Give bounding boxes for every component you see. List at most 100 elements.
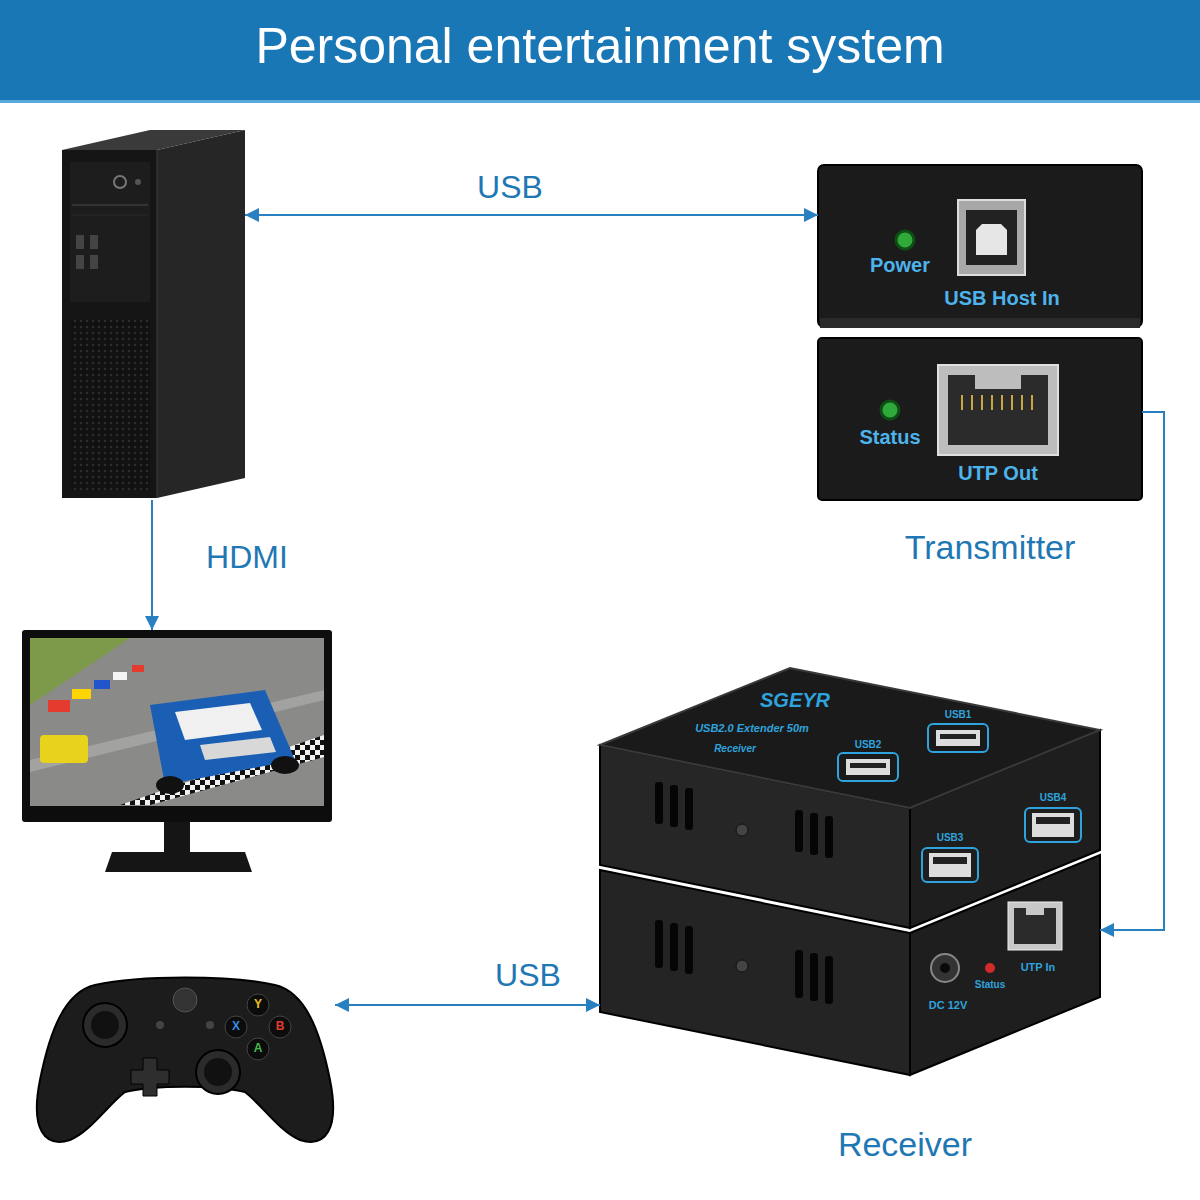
monitor-part [22, 630, 332, 822]
transmitter-housing-part [976, 224, 1007, 255]
port-label: Status [859, 426, 920, 449]
transmitter-housing-part [820, 318, 1140, 328]
port-label: UTP Out [958, 462, 1038, 485]
pc-tower-part [90, 235, 98, 249]
arrow-head [145, 616, 159, 630]
pc-tower-part [114, 176, 126, 188]
pc-tower-part [70, 320, 150, 490]
transmitter-housing-part-part [1001, 395, 1003, 410]
pc-tower-part [62, 150, 157, 498]
receiver-housing-part [655, 782, 833, 1004]
receiver-housing-part [936, 730, 980, 746]
monitor-part [200, 737, 276, 760]
port-label: DC 12V [929, 999, 968, 1012]
gamepad [37, 978, 333, 1142]
receiver-housing-part [1036, 817, 1070, 824]
transmitter-housing-part [818, 338, 1142, 500]
gamepad-part [173, 988, 197, 1012]
port-label: UTP In [1021, 961, 1056, 974]
receiver-housing-part-part [810, 953, 818, 1001]
receiver-housing-part [850, 763, 886, 768]
receiver-housing-part-part [825, 956, 833, 1004]
receiver-housing-part [929, 853, 971, 877]
gamepad-part [206, 1021, 214, 1029]
port-label: USB Host In [944, 287, 1060, 310]
monitor-part [40, 735, 88, 763]
pc-tower-part [135, 179, 141, 185]
gamepad-part [225, 1016, 247, 1038]
receiver-housing-part-part [655, 920, 663, 968]
transmitter-housing-part-part [1011, 395, 1013, 410]
receiver-housing-part [1032, 813, 1074, 837]
gamepad-part [83, 1003, 127, 1047]
connector-line [1100, 412, 1164, 930]
receiver-housing-part [736, 960, 748, 972]
arrow-head [1100, 923, 1114, 937]
arrow-head [335, 998, 349, 1012]
device-caption: Receiver [838, 1125, 972, 1164]
receiver-housing-part-part [670, 923, 678, 971]
pc-tower-part [157, 130, 245, 498]
monitor-part [150, 690, 295, 785]
monitor-part [175, 703, 262, 740]
transmitter-housing-part [975, 375, 1021, 389]
port-label: USB2 [855, 739, 882, 751]
receiver-housing-part [838, 753, 898, 781]
receiver-housing-part [928, 724, 988, 752]
gamepad-part [131, 1058, 169, 1096]
transmitter-housing-part [948, 375, 1048, 445]
receiver-housing-part-part [810, 813, 818, 855]
monitor-part [113, 672, 127, 680]
receiver-housing-part [1008, 902, 1062, 950]
gamepad-part [269, 1016, 291, 1038]
arrow-head [245, 208, 259, 222]
pc-tower-part [70, 162, 150, 302]
transmitter-housing-part [896, 231, 914, 249]
receiver-housing [600, 668, 1100, 1075]
receiver-housing-part-part [685, 788, 693, 830]
receiver-housing-part [940, 734, 976, 739]
monitor-part [156, 776, 184, 794]
receiver-housing-part [933, 857, 967, 864]
monitor-part [30, 638, 130, 705]
pc-tower-part [72, 215, 148, 216]
connector-line [335, 1004, 600, 1006]
transmitter-housing-part [938, 365, 1058, 455]
gamepad-part [156, 1021, 164, 1029]
transmitter-housing-part-part [1031, 395, 1033, 410]
transmitter-back-panel: StatusUTP OutTransmitter [818, 338, 1142, 500]
monitor-part [30, 638, 324, 806]
receiver-housing-part [1014, 908, 1056, 944]
transmitter-housing-part-part [971, 395, 973, 410]
transmitter-housing-part [881, 401, 899, 419]
edge-label: USB [491, 958, 565, 993]
button-letter: B [276, 1020, 285, 1034]
receiver-housing-part [736, 824, 748, 836]
monitor [22, 630, 332, 872]
pc-tower-part [90, 255, 98, 269]
button-letter: A [254, 1042, 263, 1056]
device-caption: Transmitter [905, 528, 1076, 567]
gamepad-node: YXBA [35, 975, 335, 1148]
arrow-head [586, 998, 600, 1012]
receiver-housing-part [985, 963, 995, 973]
receiver-housing-part [922, 848, 978, 882]
arrow-head [804, 208, 818, 222]
monitor-part [94, 680, 110, 689]
title-text: Personal entertainment system [255, 18, 944, 76]
gamepad-part [204, 1058, 232, 1086]
monitor-part [271, 756, 299, 774]
button-letter: Y [254, 998, 262, 1012]
port-label: Status [975, 979, 1006, 991]
receiver-housing-part [846, 759, 890, 775]
connector [145, 500, 159, 630]
transmitter-housing-part-part [981, 395, 983, 410]
port-label: USB1 [945, 709, 972, 721]
receiver-housing-part-part [670, 785, 678, 827]
monitor-node [22, 630, 332, 872]
receiver-housing-part [931, 954, 959, 982]
pc-tower-part [157, 150, 158, 498]
pc-tower-part [72, 204, 148, 206]
